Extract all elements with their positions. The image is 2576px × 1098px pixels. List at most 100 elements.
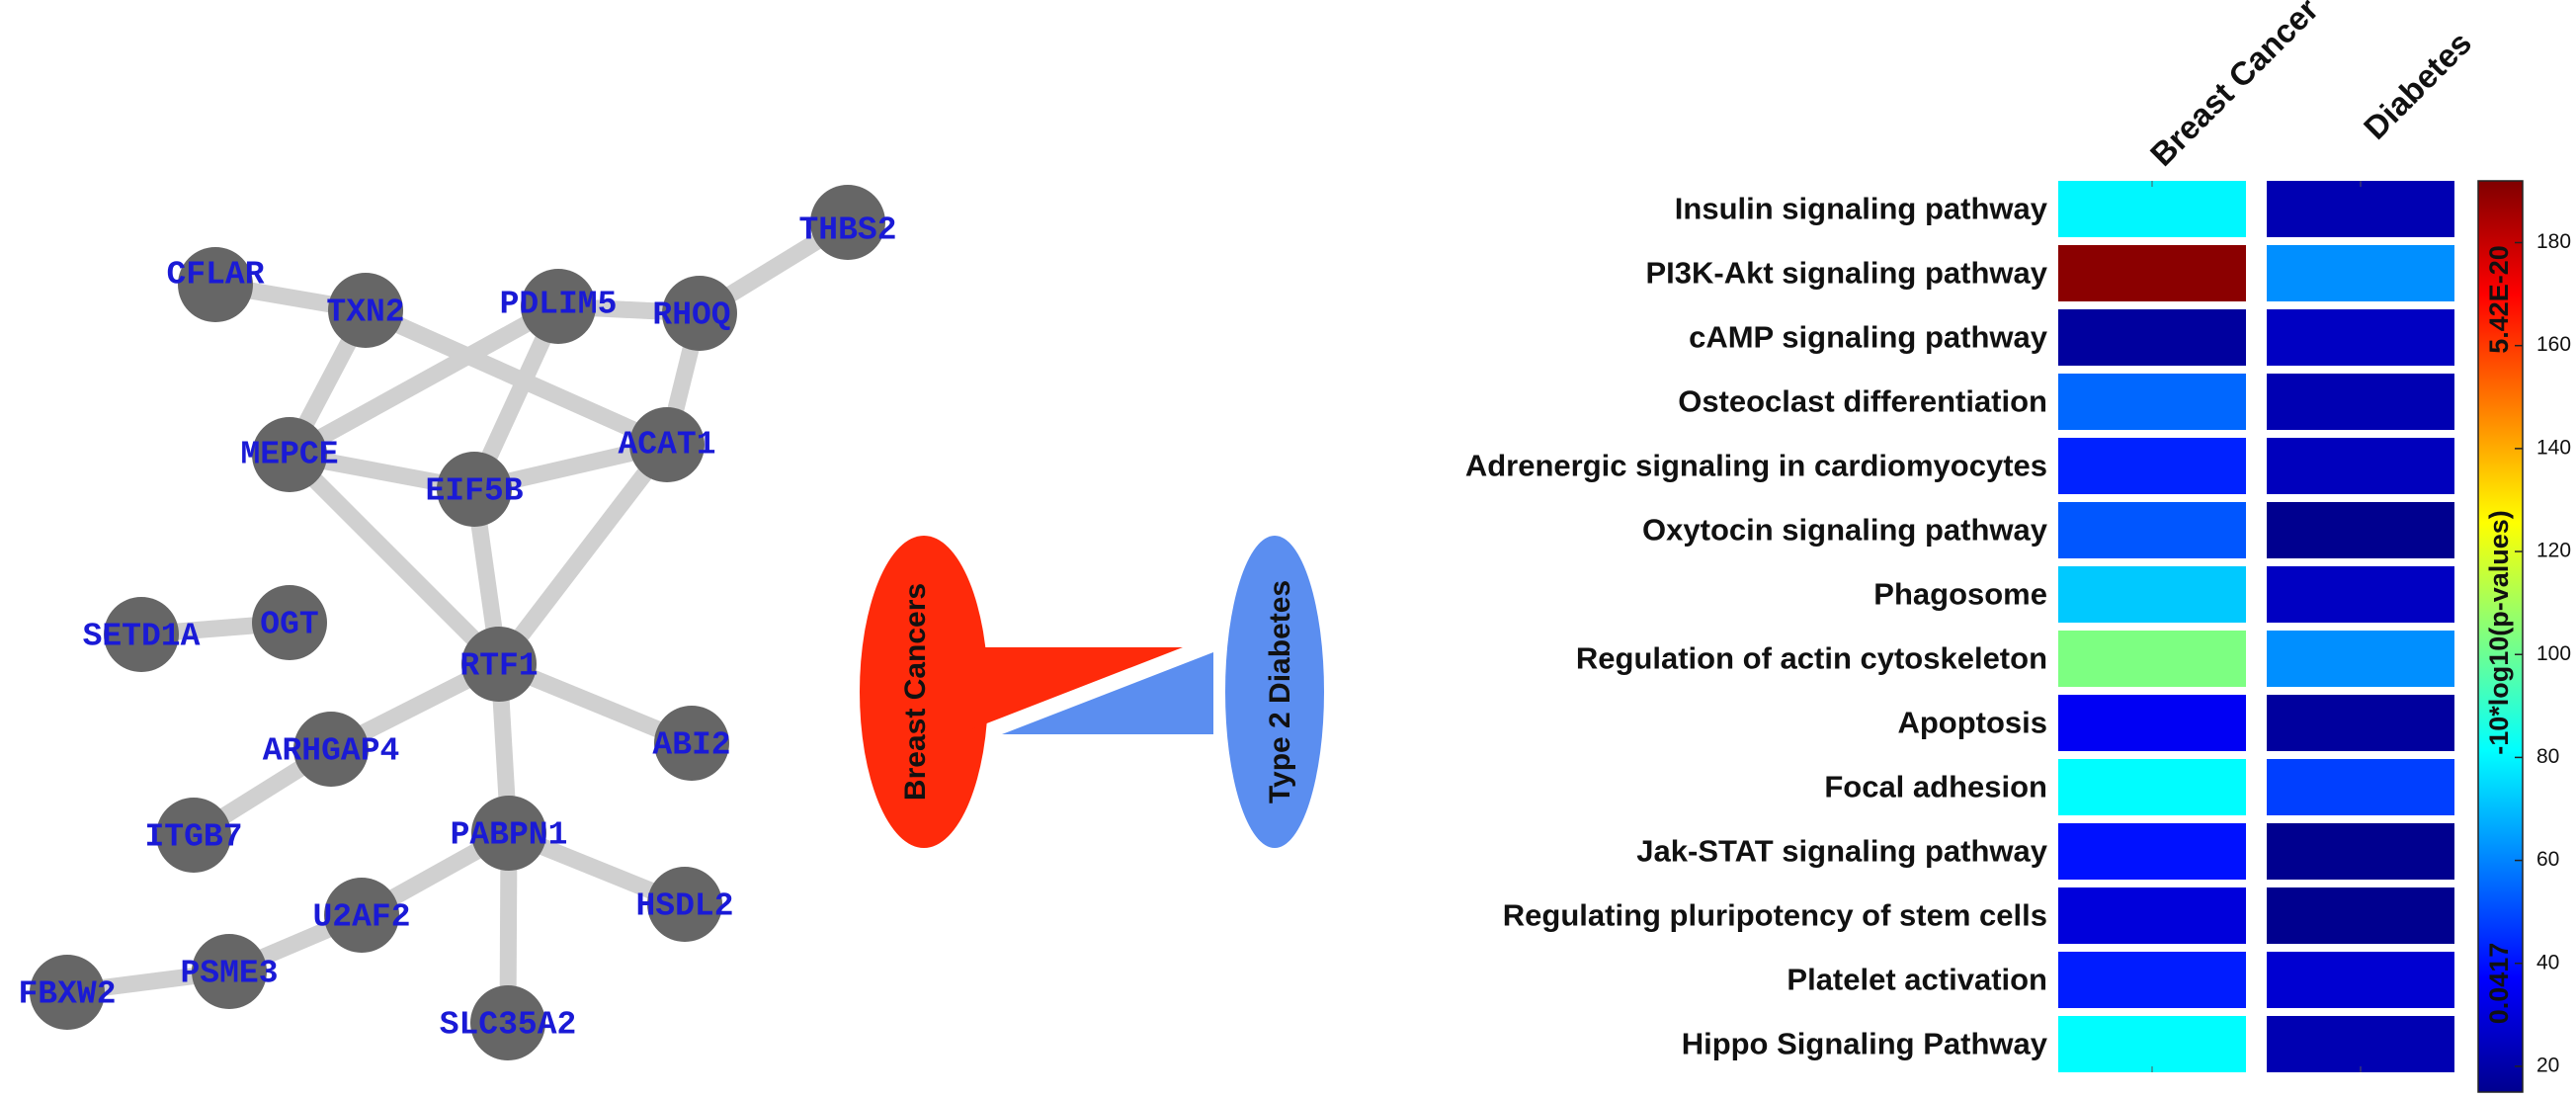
heatmap-cell-adrenergic-signaling-in-cardiomyocytes-breast-cancer: [2058, 438, 2246, 494]
colorbar-low-annotation: 0.0417: [2484, 943, 2514, 1025]
type2-diabetes-label: Type 2 Diabetes: [1264, 580, 1296, 803]
heatmap-cell-phagosome-diabetes: [2267, 566, 2454, 623]
node-label-eif5b: EIF5B: [425, 473, 523, 510]
node-abi2: ABI2: [652, 706, 731, 781]
colorbar-tick-label: 100: [2536, 642, 2571, 665]
node-label-hsdl2: HSDL2: [635, 888, 733, 925]
row-label-oxytocin-signaling-pathway: Oxytocin signaling pathway: [1642, 513, 2048, 548]
node-circle: [324, 878, 399, 953]
row-label-apoptosis: Apoptosis: [1897, 706, 2047, 740]
node-circle: [662, 276, 737, 351]
colorbar-tick-label: 180: [2536, 230, 2571, 253]
node-label-txn2: TXN2: [326, 295, 404, 331]
type2-diabetes-oval: [1225, 536, 1324, 848]
node-cflar: CFLAR: [166, 247, 265, 322]
node-circle: [810, 185, 885, 260]
row-label-platelet-activation: Platelet activation: [1787, 963, 2047, 997]
heatmap-cell-regulation-of-actin-cytoskeleton-breast-cancer: [2058, 631, 2246, 687]
heatmap-cell-regulating-pluripotency-of-stem-cells-diabetes: [2267, 887, 2454, 944]
heatmap-cell-osteoclast-differentiation-breast-cancer: [2058, 374, 2246, 430]
heatmap-cell-oxytocin-signaling-pathway-breast-cancer: [2058, 502, 2246, 558]
node-circle: [629, 407, 705, 482]
node-itgb7: ITGB7: [144, 798, 243, 873]
column-label-diabetes: Diabetes: [2357, 25, 2478, 146]
node-circle: [437, 452, 512, 527]
row-label-regulating-pluripotency-of-stem-cells: Regulating pluripotency of stem cells: [1503, 898, 2047, 933]
node-circle: [156, 798, 231, 873]
colorbar-tick-label: 80: [2536, 745, 2559, 768]
node-label-setd1a: SETD1A: [83, 619, 201, 655]
node-u2af2: U2AF2: [312, 878, 411, 953]
row-label-insulin-signaling-pathway: Insulin signaling pathway: [1675, 192, 2048, 226]
node-acat1: ACAT1: [618, 407, 716, 482]
node-circle: [252, 585, 327, 660]
node-circle: [104, 597, 179, 672]
row-label-jak-stat-signaling-pathway: Jak-STAT signaling pathway: [1636, 834, 2047, 869]
node-ogt: OGT: [252, 585, 327, 660]
node-psme3: PSME3: [180, 934, 279, 1009]
node-label-abi2: ABI2: [652, 727, 730, 764]
node-circle: [647, 867, 722, 942]
heatmap-cell-focal-adhesion-breast-cancer: [2058, 759, 2246, 815]
node-label-u2af2: U2AF2: [312, 899, 410, 936]
network-edge: [357, 301, 676, 454]
node-label-psme3: PSME3: [180, 956, 278, 992]
heatmap-cell-camp-signaling-pathway-diabetes: [2267, 309, 2454, 366]
network-edge: [281, 297, 567, 464]
overlap-diagram: Breast Cancers Type 2 Diabetes: [860, 536, 1324, 848]
breast-cancers-label: Breast Cancers: [899, 583, 932, 801]
row-label-hippo-signaling-pathway: Hippo Signaling Pathway: [1682, 1027, 2048, 1061]
node-circle: [461, 627, 537, 702]
colorbar-tick-label: 20: [2536, 1055, 2559, 1077]
node-thbs2: THBS2: [798, 185, 897, 260]
node-label-cflar: CFLAR: [166, 257, 264, 294]
breast-cancers-wedge: [971, 647, 1183, 729]
node-label-pabpn1: PABPN1: [451, 817, 568, 854]
node-circle: [521, 269, 596, 344]
heatmap-cell-osteoclast-differentiation-diabetes: [2267, 374, 2454, 430]
node-mepce: MEPCE: [240, 417, 339, 492]
node-setd1a: SETD1A: [83, 597, 201, 672]
colorbar-high-annotation: 5.42E-20: [2484, 245, 2514, 354]
heatmap-cell-apoptosis-breast-cancer: [2058, 695, 2246, 751]
node-circle: [328, 273, 403, 348]
heatmap-cell-phagosome-breast-cancer: [2058, 566, 2246, 623]
node-slc35a2: SLC35A2: [440, 985, 576, 1060]
network-edge: [281, 446, 508, 673]
heatmap-cell-hippo-signaling-pathway-diabetes: [2267, 1016, 2454, 1072]
node-rtf1: RTF1: [459, 627, 539, 702]
colorbar-gradient: [2477, 180, 2524, 1093]
node-label-acat1: ACAT1: [618, 427, 715, 464]
row-label-focal-adhesion: Focal adhesion: [1824, 770, 2047, 804]
row-label-adrenergic-signaling-in-cardiomyocytes: Adrenergic signaling in cardiomyocytes: [1465, 449, 2047, 483]
heatmap-cell-platelet-activation-diabetes: [2267, 952, 2454, 1008]
node-label-arhgap4: ARHGAP4: [263, 733, 400, 770]
node-txn2: TXN2: [326, 273, 405, 348]
heatmap-cell-focal-adhesion-diabetes: [2267, 759, 2454, 815]
heatmap-cell-adrenergic-signaling-in-cardiomyocytes-diabetes: [2267, 438, 2454, 494]
heatmap-cell-apoptosis-diabetes: [2267, 695, 2454, 751]
node-circle: [654, 706, 729, 781]
heatmap-cell-oxytocin-signaling-pathway-diabetes: [2267, 502, 2454, 558]
node-label-ogt: OGT: [260, 607, 318, 643]
heatmap-cell-platelet-activation-breast-cancer: [2058, 952, 2246, 1008]
row-label-phagosome: Phagosome: [1873, 577, 2047, 612]
row-label-camp-signaling-pathway: cAMP signaling pathway: [1689, 320, 2048, 355]
node-label-rhoq: RHOQ: [652, 297, 730, 334]
node-label-rtf1: RTF1: [459, 648, 538, 685]
node-label-fbxw2: FBXW2: [18, 976, 116, 1013]
row-label-pi3k-akt-signaling-pathway: PI3K-Akt signaling pathway: [1645, 256, 2047, 291]
node-eif5b: EIF5B: [425, 452, 524, 527]
colorbar-tick-label: 60: [2536, 848, 2559, 871]
network-edge: [490, 436, 676, 673]
node-label-thbs2: THBS2: [798, 212, 896, 249]
heatmap-cell-jak-stat-signaling-pathway-breast-cancer: [2058, 823, 2246, 880]
node-circle: [470, 985, 545, 1060]
node-label-mepce: MEPCE: [240, 437, 338, 473]
